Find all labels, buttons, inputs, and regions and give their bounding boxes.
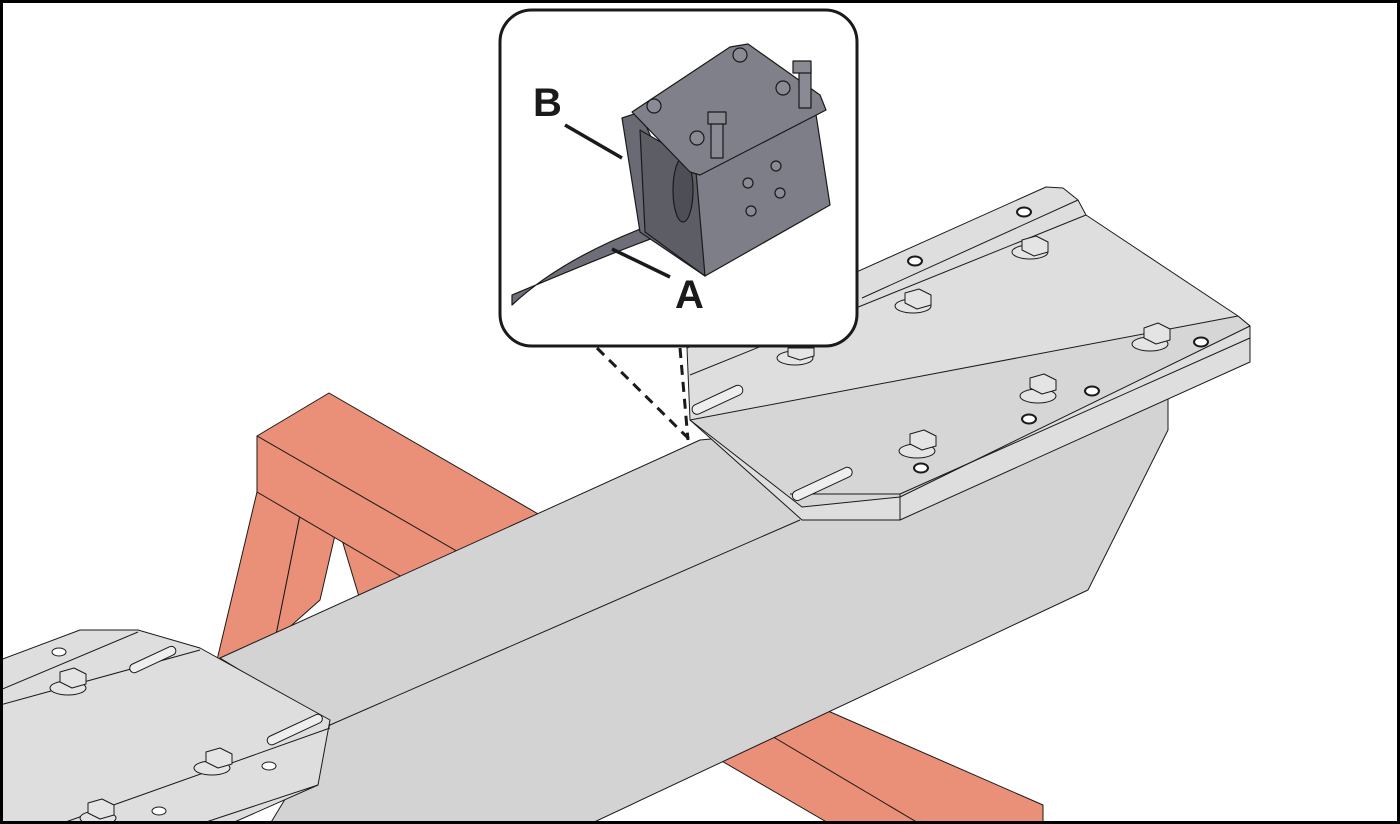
holes — [51, 206, 1209, 816]
label-b: B — [533, 81, 562, 125]
bolt-icon — [79, 798, 117, 824]
right-mounting-plate — [686, 186, 1251, 521]
detail-callout: B A — [498, 8, 859, 442]
bolt-icon — [894, 288, 932, 314]
bolt-icon — [1019, 373, 1057, 404]
bolt-icon — [1131, 322, 1171, 352]
bolt-icon — [49, 667, 87, 696]
winch-icon — [511, 43, 831, 306]
bolts — [49, 235, 1171, 824]
bolt-icon — [1011, 235, 1049, 260]
bolt-icon — [193, 747, 233, 776]
bolt-icon — [776, 347, 815, 366]
label-a: A — [675, 273, 704, 317]
bolt-icon — [898, 429, 937, 459]
